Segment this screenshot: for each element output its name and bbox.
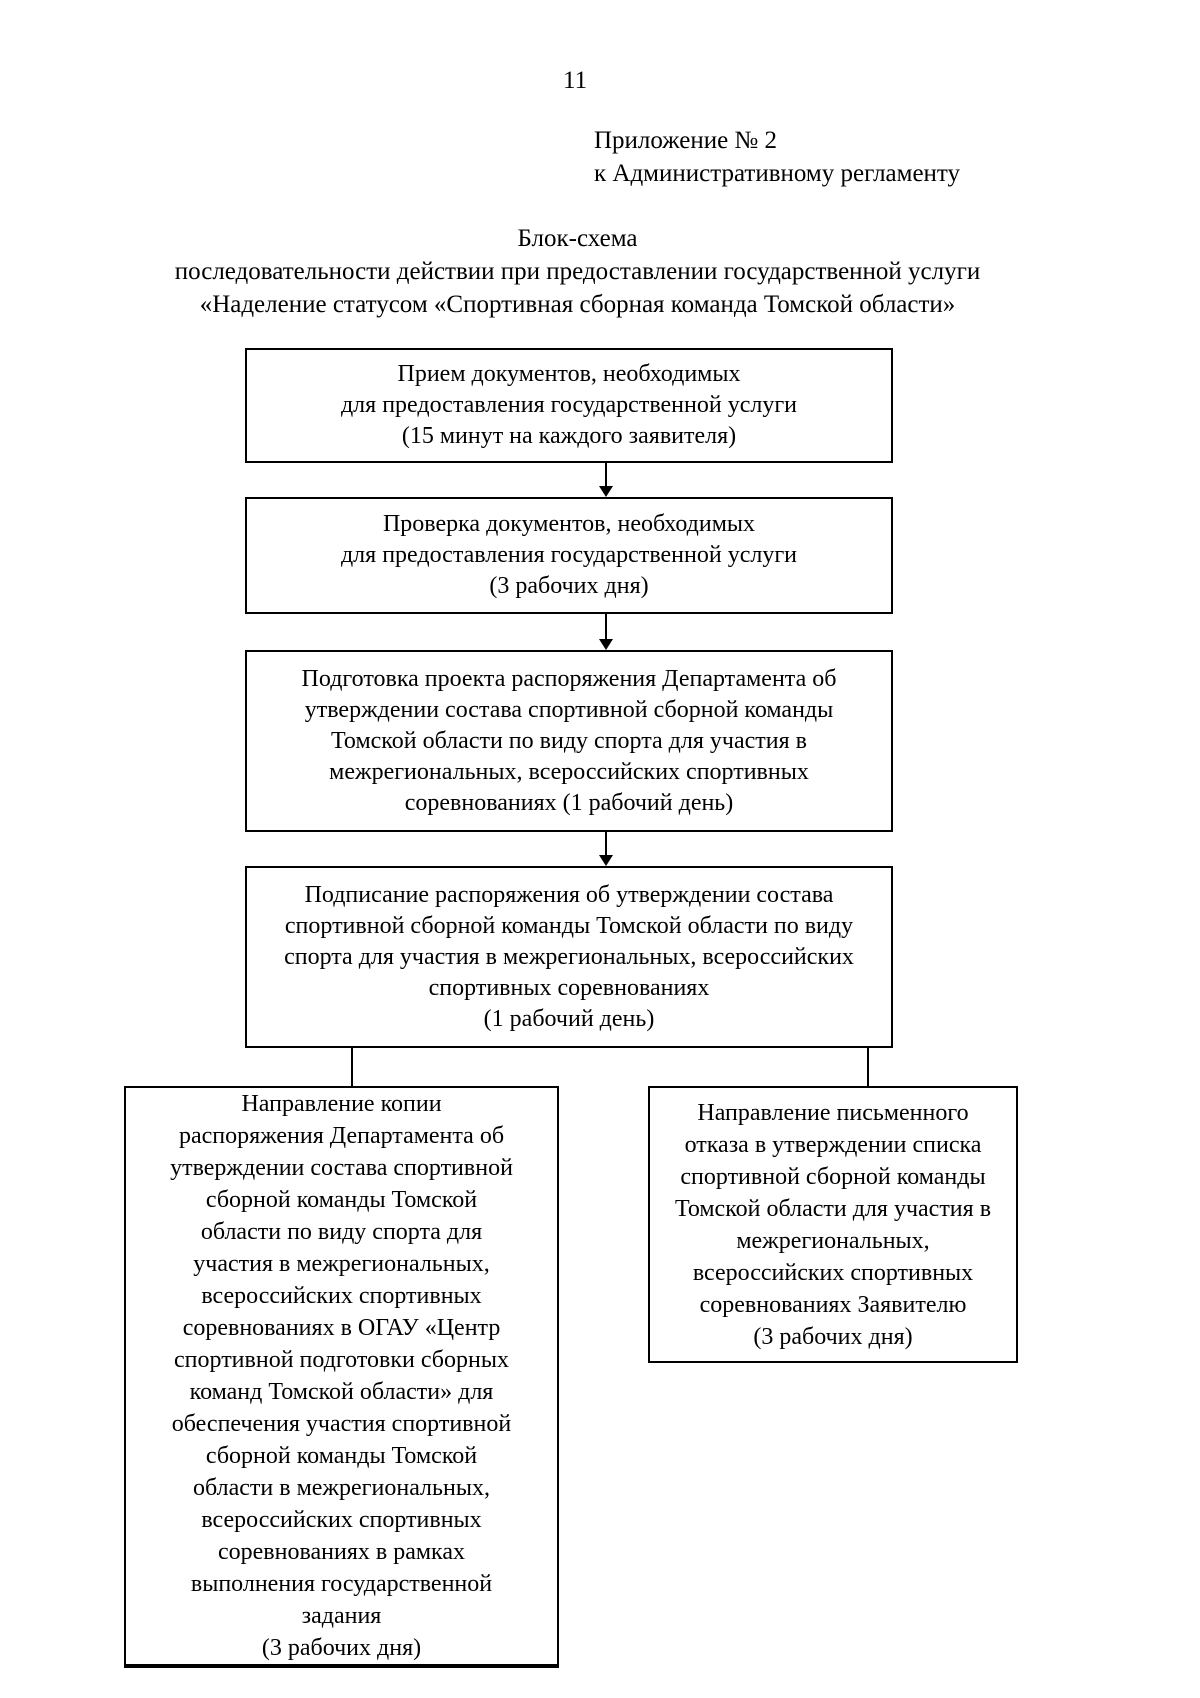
text-line: Проверка документов, необходимых: [382, 511, 756, 537]
flow-box-send-written-refusal: Направление письменного отказа в утвержде…: [648, 1086, 1018, 1363]
appendix-line-2: к Административному регламенту: [594, 160, 961, 187]
text-line: соревнованиях (1 рабочий день): [404, 789, 734, 816]
flow-box-send-copy-of-order: Направление копии распоряжения Департамен…: [124, 1086, 559, 1668]
text-line: отказа в утверждении списка: [684, 1131, 982, 1158]
appendix-note: Приложение № 2 к Административному регла…: [594, 124, 960, 190]
text-line: сборной команды Томской: [205, 1443, 478, 1469]
text-line: обеспечения участия спортивной: [171, 1411, 512, 1437]
connector-line-left: [351, 1048, 353, 1086]
text-line: Подписание распоряжения об утверждении с…: [304, 881, 834, 908]
flow-box-order-signing: Подписание распоряжения об утверждении с…: [245, 866, 893, 1048]
arrow-line: [605, 614, 607, 640]
text-line: соревнованиях в рамках: [218, 1539, 465, 1565]
text-line: Прием документов, необходимых: [397, 361, 741, 387]
text-line: всероссийских спортивных: [201, 1507, 482, 1533]
text-line: межрегиональных,: [736, 1227, 930, 1254]
text-line: (1 рабочий день): [483, 1005, 655, 1032]
text-line: выполнения государственной: [190, 1571, 493, 1597]
text-line: области в межрегиональных,: [193, 1475, 490, 1501]
text-line: межрегиональных, всероссийских спортивны…: [329, 758, 809, 785]
document-title: Блок-схема последовательности действии пр…: [0, 222, 1155, 321]
text-line: спортивной сборной команды: [680, 1163, 986, 1190]
flow-box-draft-order-preparation: Подготовка проекта распоряжения Департам…: [245, 650, 893, 832]
text-line: всероссийских спортивных: [692, 1259, 974, 1286]
connector-line-right: [867, 1048, 869, 1086]
arrow-head: [599, 486, 613, 497]
text-line: (15 минут на каждого заявителя): [401, 423, 737, 449]
text-line: распоряжения Департамента об: [178, 1123, 505, 1149]
text-line: Томской области по виду спорта для участ…: [331, 727, 807, 754]
arrow-head: [599, 639, 613, 650]
text-line: Томской области для участия в: [674, 1195, 992, 1222]
text-line: утверждении состава спортивной: [170, 1155, 513, 1181]
text-line: сборной команды Томской: [205, 1187, 478, 1213]
flow-box-verification-of-documents: Проверка документов, необходимых для пред…: [245, 497, 893, 614]
text-line: Направление копии: [241, 1091, 442, 1117]
page-number: 11: [563, 67, 588, 94]
arrow-line: [605, 463, 607, 487]
text-line: утверждении состава спортивной сборной к…: [304, 696, 834, 723]
text-line: соревнованиях Заявителю: [699, 1291, 967, 1318]
text-line: (3 рабочих дня): [753, 1323, 913, 1350]
text-line: спортивной сборной команды Томской облас…: [284, 912, 854, 939]
appendix-line-1: Приложение № 2: [594, 127, 778, 154]
text-line: Блок-схема: [517, 225, 638, 252]
arrow-head: [599, 855, 613, 866]
text-line: Направление письменного: [697, 1099, 969, 1126]
text-line: спортивной подготовки сборных: [174, 1347, 509, 1373]
arrow-down-icon: [599, 463, 613, 497]
arrow-down-icon: [599, 832, 613, 866]
text-line: для предоставления государственной услуг…: [340, 542, 798, 568]
arrow-down-icon: [599, 614, 613, 650]
text-line: всероссийских спортивных: [201, 1283, 482, 1309]
text-line: для предоставления государственной услуг…: [340, 392, 798, 418]
text-line: задания: [301, 1603, 382, 1629]
text-line: последовательности действии при предоста…: [174, 258, 981, 285]
text-line: (3 рабочих дня): [489, 573, 649, 599]
arrow-line: [605, 832, 607, 856]
text-line: команд Томской области» для: [189, 1379, 494, 1405]
text-line: «Наделение статусом «Спортивная сборная …: [199, 291, 956, 318]
text-line: Подготовка проекта распоряжения Департам…: [301, 665, 837, 692]
text-line: (3 рабочих дня): [261, 1635, 422, 1661]
text-line: спортивных соревнованиях: [428, 974, 710, 1001]
text-line: спорта для участия в межрегиональных, вс…: [284, 943, 854, 970]
text-line: участия в межрегиональных,: [193, 1251, 490, 1277]
flow-box-reception-of-documents: Прием документов, необходимых для предост…: [245, 348, 893, 463]
text-line: соревнованиях в ОГАУ «Центр: [182, 1315, 501, 1341]
text-line: области по виду спорта для: [200, 1219, 483, 1245]
